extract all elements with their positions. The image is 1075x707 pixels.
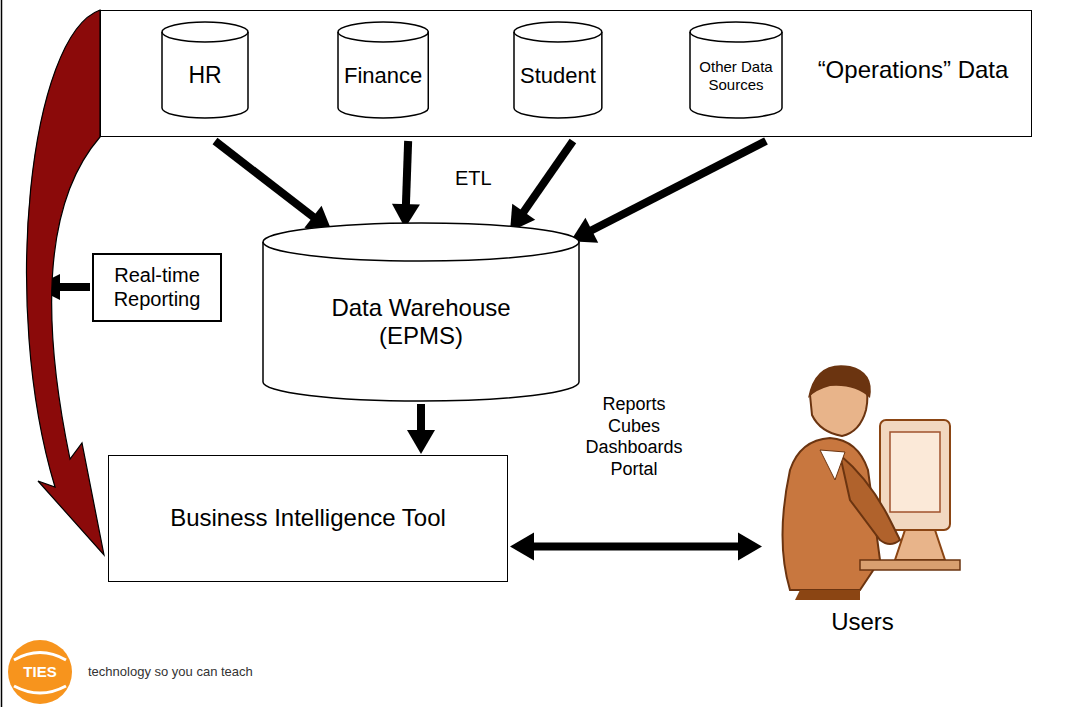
node-text: HR (188, 62, 221, 89)
warehouse-cylinder: Data Warehouse (EPMS) (262, 222, 580, 402)
etl-label: ETL (455, 166, 492, 190)
connector-arrow (510, 532, 762, 560)
node-text: Student (520, 63, 596, 89)
ties-logo (8, 640, 72, 704)
node-text: Business Intelligence Tool (170, 504, 446, 532)
tagline: technology so you can teach (88, 664, 253, 680)
bi-tool-box: Business Intelligence Tool (108, 455, 508, 582)
edge-label: Reports Cubes Dashboards Portal (582, 394, 686, 480)
node-text: Other Data Sources (696, 58, 776, 93)
database-cylinder: Student (513, 21, 603, 119)
database-cylinder: Other Data Sources (689, 21, 783, 119)
users-node: Users (760, 340, 965, 640)
node-text: Users (760, 608, 965, 636)
user-illustration (783, 365, 961, 600)
connector-arrow (215, 141, 332, 231)
connector-arrow (570, 141, 766, 243)
node-text: Real-time Reporting (101, 264, 213, 311)
connector-arrow (510, 141, 573, 231)
node-text: Data Warehouse (EPMS) (306, 294, 536, 351)
operations-panel: “Operations” Data HR Finance Student Other D… (100, 10, 1032, 137)
connector-arrow (392, 141, 420, 228)
logo-text: TIES (23, 663, 56, 681)
reporting-box: Real-time Reporting (92, 253, 222, 322)
node-text: “Operations” Data (813, 56, 1013, 84)
node-text: Finance (344, 63, 422, 89)
frame-line (1, 0, 3, 707)
database-cylinder: Finance (337, 21, 429, 119)
connector-arrow (407, 404, 435, 454)
database-cylinder: HR (161, 21, 249, 119)
